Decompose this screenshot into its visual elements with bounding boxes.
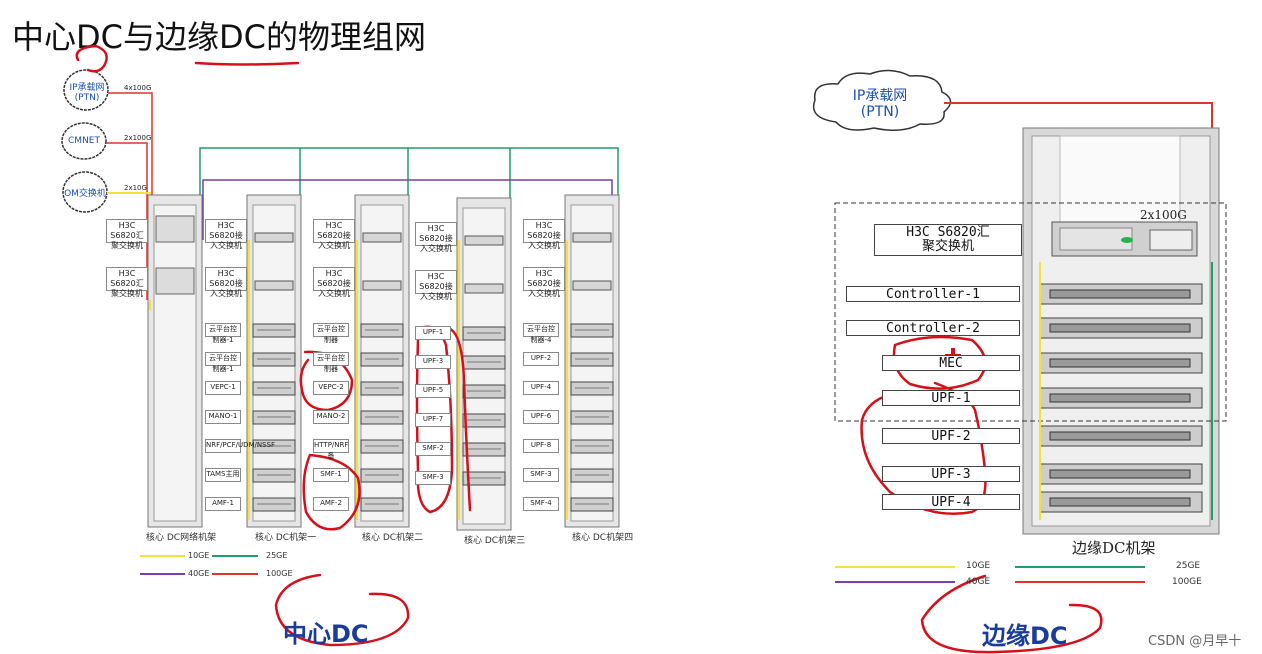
rack-1-nf-label-4: NRF/PCF/UDM/NSSF bbox=[205, 439, 275, 453]
legend-40ge-edge: 40GE bbox=[966, 577, 991, 587]
link-label-om: 2x10G bbox=[124, 184, 147, 192]
edge-nf-label-2: MEC bbox=[882, 355, 1020, 371]
rack-2-nf-label-1: 云平台控制器 bbox=[313, 352, 349, 373]
rack-2-nf-label-6: AMF-2 bbox=[313, 497, 349, 511]
edge-nf-label-6: UPF-4 bbox=[882, 494, 1020, 510]
edge-cloud-line-2: (PTN) bbox=[860, 104, 900, 120]
rack-3-switch-device-0 bbox=[464, 235, 504, 246]
edge-cloud-label: IP承载网 (PTN) bbox=[830, 88, 930, 120]
edge-switch-label: H3C S6820汇 聚交换机 bbox=[874, 224, 1022, 256]
edge-nf-label-1: Controller-2 bbox=[846, 320, 1020, 336]
rack-4-nf-label-2: UPF-4 bbox=[523, 381, 559, 395]
legend-40ge-center: 40GE bbox=[188, 569, 210, 578]
center-legend bbox=[140, 555, 258, 575]
rack-1-switch-label-0: H3C S6820接入交换机 bbox=[205, 219, 247, 250]
edge-nf-label-0: Controller-1 bbox=[846, 286, 1020, 302]
cable-25ge bbox=[199, 147, 619, 230]
rack-4-switch-device-0 bbox=[572, 232, 612, 243]
rack-1-nf-label-5: TAMS主用 bbox=[205, 468, 241, 482]
rack-3-switch-label-1: H3C S6820接入交换机 bbox=[415, 270, 457, 301]
rack-2-nf-label-3: MANO-2 bbox=[313, 410, 349, 424]
rack-2-nf-label-4: HTTP/NRF备 bbox=[313, 439, 349, 460]
rack-1-nf-label-3: MANO-1 bbox=[205, 410, 241, 424]
edge-dashed-group bbox=[834, 202, 1227, 422]
rack-2-nf-label-0: 云平台控制器 bbox=[313, 323, 349, 344]
rack-4-nf-label-6: SMF-4 bbox=[523, 497, 559, 511]
watermark: CSDN @月早十 bbox=[1148, 634, 1242, 649]
edge-link-label: 2x100G bbox=[1140, 208, 1187, 222]
center-dc-label: 中心DC bbox=[283, 620, 369, 648]
rack-2-switch-device-1 bbox=[362, 280, 402, 291]
rack-1-switch-device-1 bbox=[254, 280, 294, 291]
edge-nf-label-4: UPF-2 bbox=[882, 428, 1020, 444]
rack-4-nf-label-5: SMF-3 bbox=[523, 468, 559, 482]
cloud-cmnet-label: CMNET bbox=[68, 136, 100, 146]
rack-3-switch-device-1 bbox=[464, 283, 504, 294]
rack-1-nf-label-6: AMF-1 bbox=[205, 497, 241, 511]
rack-caption-4: 核心 DC机架四 bbox=[572, 533, 634, 543]
edge-nf-label-5: UPF-3 bbox=[882, 466, 1020, 482]
uplink-cmnet bbox=[106, 142, 148, 300]
rack-1-nf-label-0: 云平台控制器-1 bbox=[205, 323, 241, 344]
rack-caption-2: 核心 DC机架二 bbox=[362, 533, 424, 543]
rack-3-nf-label-0: UPF-1 bbox=[415, 326, 451, 340]
edge-servers bbox=[1039, 283, 1203, 513]
rack-2-switch-label-1: H3C S6820接入交换机 bbox=[313, 267, 355, 298]
cloud-ptn-label: IP承载网(PTN) bbox=[69, 83, 105, 103]
edge-cloud bbox=[812, 69, 952, 131]
legend-25ge-center: 25GE bbox=[266, 551, 288, 560]
edge-switch-device bbox=[1051, 221, 1198, 257]
rack-caption-3: 核心 DC机架三 bbox=[464, 536, 526, 546]
rack-2-nf-label-5: SMF-1 bbox=[313, 468, 349, 482]
rack-3-nf-label-2: UPF-5 bbox=[415, 384, 451, 398]
rack-0-switch-label-0: H3C S6820汇聚交换机 bbox=[106, 219, 148, 250]
edge-nf-label-3: UPF-1 bbox=[882, 390, 1020, 406]
edge-switch-line-2: 聚交换机 bbox=[921, 239, 974, 254]
legend-25ge-edge: 25GE bbox=[1176, 561, 1201, 571]
legend-100ge-edge: 100GE bbox=[1172, 577, 1202, 587]
rack-3-switch-label-0: H3C S6820接入交换机 bbox=[415, 222, 457, 253]
edge-rack-caption: 边缘DC机架 bbox=[1072, 539, 1156, 557]
edge-legend bbox=[835, 566, 1145, 583]
rack-4-nf-label-0: 云平台控制器-4 bbox=[523, 323, 559, 344]
edge-cloud-line-1: IP承载网 bbox=[852, 88, 908, 104]
rack-2-nf-label-2: VEPC-2 bbox=[313, 381, 349, 395]
rack-1-switch-label-1: H3C S6820接入交换机 bbox=[205, 267, 247, 298]
cloud-om-label: OM交换机 bbox=[64, 189, 106, 199]
rack-caption-network: 核心 DC网络机架 bbox=[146, 533, 217, 543]
rack-4-nf-label-4: UPF-8 bbox=[523, 439, 559, 453]
link-label-cmnet: 2x100G bbox=[124, 134, 152, 142]
rack-2-switch-label-0: H3C S6820接入交换机 bbox=[313, 219, 355, 250]
rack-3-nf-label-5: SMF-3 bbox=[415, 471, 451, 485]
cloud-ptn bbox=[63, 69, 109, 111]
legend-10ge-edge: 10GE bbox=[966, 561, 991, 571]
legend-10ge-center: 10GE bbox=[188, 551, 210, 560]
rack-4-nf-label-1: UPF-2 bbox=[523, 352, 559, 366]
center-servers bbox=[252, 232, 614, 512]
network-rack bbox=[147, 194, 203, 528]
rack-3-nf-label-1: UPF-3 bbox=[415, 355, 451, 369]
rack-0-switch-label-1: H3C S6820汇聚交换机 bbox=[106, 267, 148, 298]
rack-3-nf-label-4: SMF-2 bbox=[415, 442, 451, 456]
rack-1-nf-label-2: VEPC-1 bbox=[205, 381, 241, 395]
link-label-ptn: 4x100G bbox=[124, 84, 152, 92]
rack-caption-1: 核心 DC机架一 bbox=[255, 533, 317, 543]
legend-100ge-center: 100GE bbox=[266, 569, 293, 578]
rack-4-nf-label-3: UPF-6 bbox=[523, 410, 559, 424]
rack-3-nf-label-3: UPF-7 bbox=[415, 413, 451, 427]
edge-switch-line-1: H3C S6820汇 bbox=[906, 225, 990, 240]
rack-4-switch-label-0: H3C S6820接入交换机 bbox=[523, 219, 565, 250]
rack-4-switch-device-1 bbox=[572, 280, 612, 291]
cloud-cmnet bbox=[61, 122, 107, 160]
edge-dc-label: 边缘DC bbox=[982, 622, 1068, 650]
rack-4-switch-label-1: H3C S6820接入交换机 bbox=[523, 267, 565, 298]
rack-1-switch-device-0 bbox=[254, 232, 294, 243]
rack-1-nf-label-1: 云平台控制器-1 bbox=[205, 352, 241, 373]
rack-2-switch-device-0 bbox=[362, 232, 402, 243]
